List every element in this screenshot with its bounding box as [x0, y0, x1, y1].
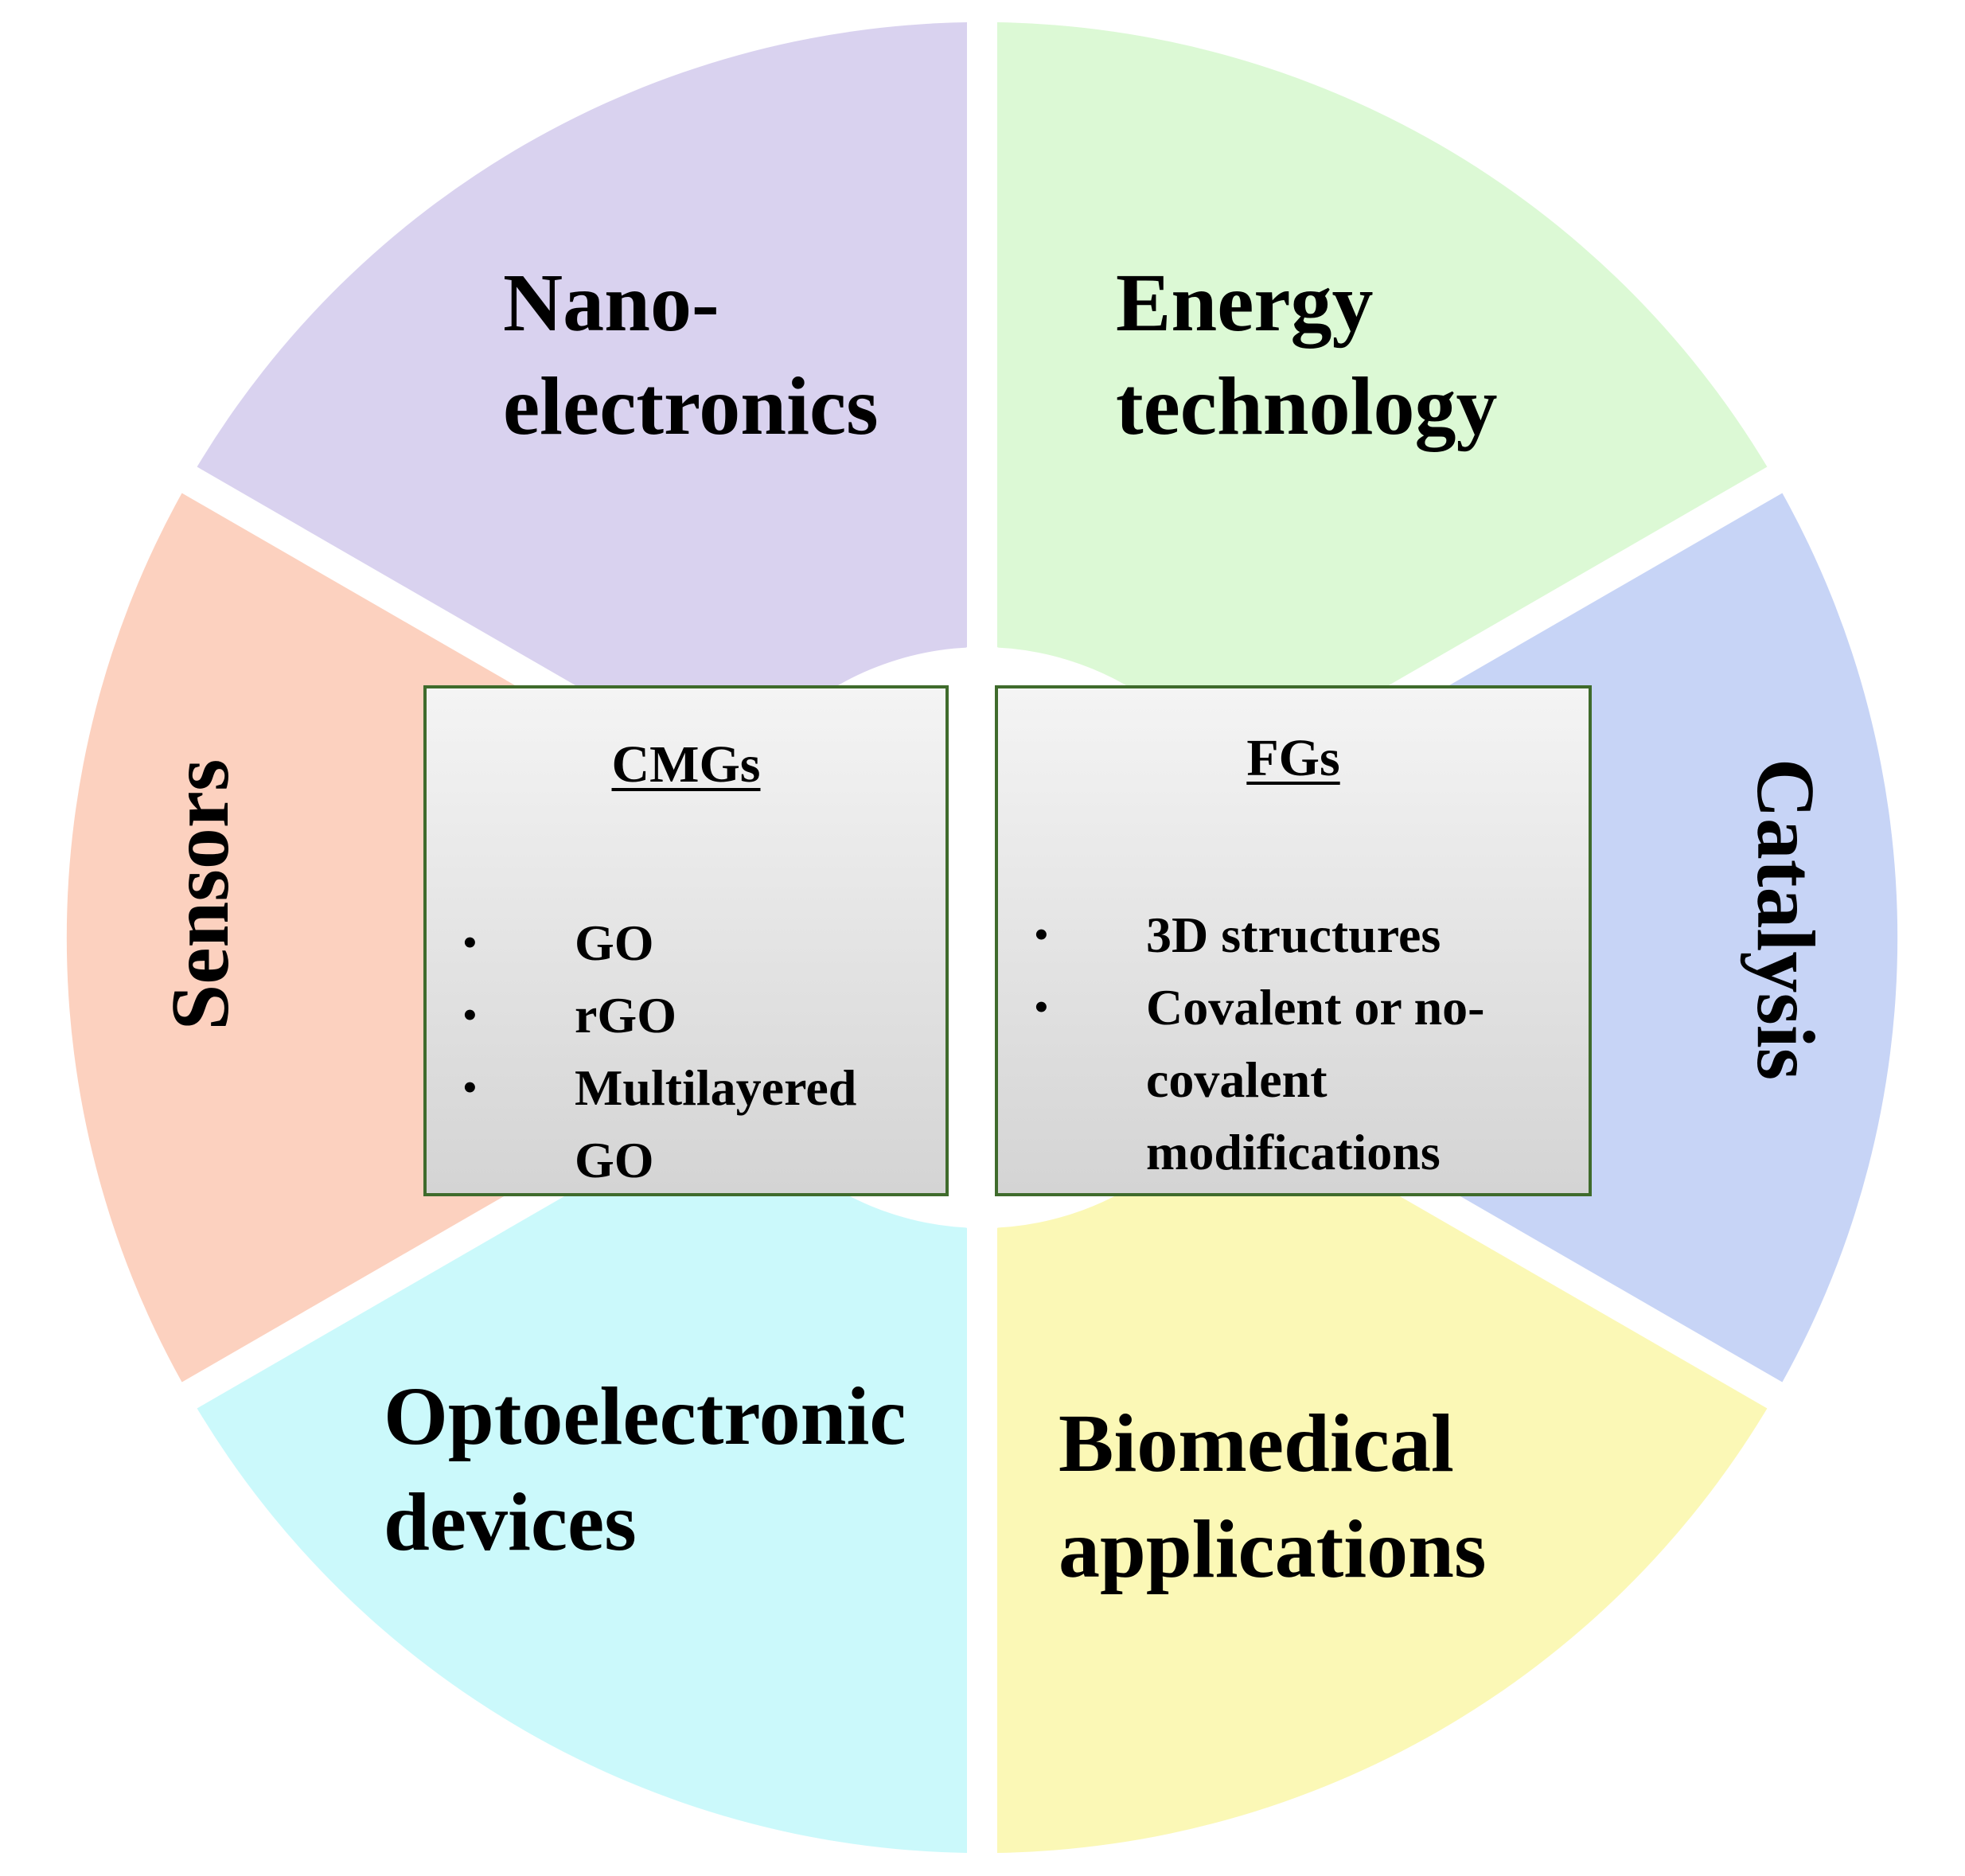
- list-item-text: rGO: [575, 987, 676, 1043]
- fgs-list: • 3D structures • Covalent or no-covalent mo…: [998, 899, 1589, 1188]
- list-item: • rGO: [427, 979, 945, 1051]
- fgs-box: FGs • 3D structures • Covalent or no-covale…: [995, 685, 1592, 1196]
- bullet-icon: •: [463, 994, 477, 1036]
- segment-opto: [197, 1095, 967, 1853]
- segment-label-catalysis: Catalysis: [1740, 759, 1831, 1080]
- segment-label-line: Sensors: [154, 759, 246, 1031]
- cmgs-title: CMGs: [611, 735, 761, 794]
- list-item-text: Covalent or no-: [1146, 979, 1485, 1036]
- segment-label-energy: Energy technology: [1116, 257, 1498, 452]
- list-item: • 3D structures: [998, 899, 1589, 971]
- bullet-icon: •: [463, 922, 477, 964]
- list-item-text: GO: [575, 915, 654, 971]
- segment-labels: Nano-electronics Energy technologyCatalysi…: [154, 257, 1831, 1595]
- list-item-text: covalent: [1146, 1051, 1328, 1108]
- segment-label-line: devices: [384, 1476, 637, 1568]
- segment-label-nano: Nano-electronics: [503, 257, 879, 452]
- fgs-title: FGs: [1246, 729, 1340, 787]
- segment-label-line: Nano-: [503, 257, 719, 349]
- list-item-text: Multilayered: [575, 1059, 857, 1116]
- list-item-text: 3D structures: [1146, 907, 1441, 963]
- segment-label-biomedical: Biomedical applications: [1059, 1398, 1486, 1595]
- list-item: • GO: [427, 907, 945, 979]
- bullet-icon: •: [1035, 986, 1048, 1028]
- segment-label-line: electronics: [503, 361, 879, 452]
- segment-biomedical: [997, 1095, 1768, 1853]
- segment-nano: [197, 22, 967, 780]
- segment-label-line: Energy: [1116, 257, 1374, 349]
- list-item-text: modifications: [1146, 1124, 1441, 1180]
- segment-energy: [997, 22, 1768, 780]
- list-item: • Covalent or no-covalent modifications: [998, 971, 1589, 1188]
- segment-label-line: applications: [1059, 1504, 1486, 1595]
- segment-label-line: Catalysis: [1740, 759, 1831, 1080]
- list-item-text: GO: [575, 1132, 654, 1188]
- segment-label-opto: Optoelectronic devices: [384, 1371, 906, 1568]
- bullet-icon: •: [463, 1067, 477, 1109]
- segment-label-line: technology: [1116, 361, 1498, 452]
- segment-label-line: Biomedical: [1059, 1398, 1454, 1489]
- segment-label-sensors: Sensors: [154, 759, 246, 1031]
- segment-label-line: Optoelectronic: [384, 1371, 906, 1462]
- bullet-icon: •: [1035, 914, 1048, 956]
